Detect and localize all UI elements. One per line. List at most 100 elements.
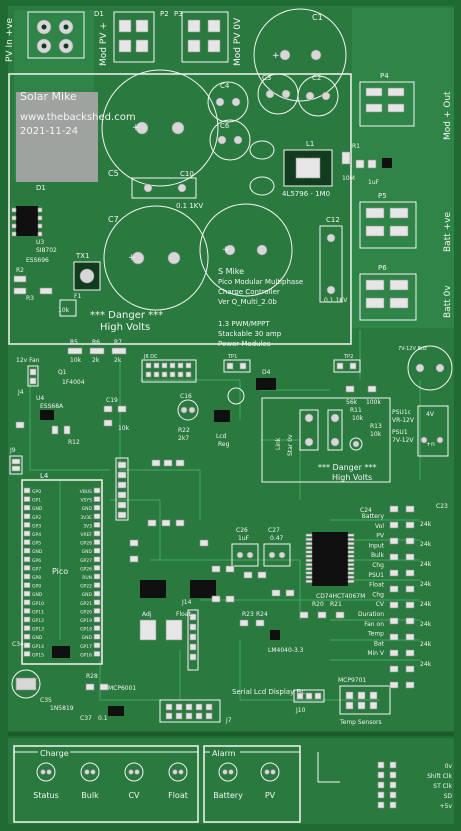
jumper-pad[interactable] xyxy=(405,617,415,625)
led-float: Float xyxy=(168,762,188,800)
pico-pin-left xyxy=(23,651,31,657)
svg-text:C2: C2 xyxy=(312,74,321,82)
header-pin[interactable] xyxy=(377,781,385,789)
svg-text:+: + xyxy=(272,51,280,61)
mod-pv-0v-connector[interactable] xyxy=(181,11,229,63)
header-pin[interactable] xyxy=(389,771,397,779)
header-pin[interactable] xyxy=(389,761,397,769)
capacitor-c1: C1 + xyxy=(253,8,347,102)
jumper-pad[interactable] xyxy=(405,505,415,513)
jumper-pad[interactable] xyxy=(389,665,399,673)
ref-reg: Reg xyxy=(218,441,230,448)
ref-r37v: 100k xyxy=(366,399,381,406)
svg-text:C6: C6 xyxy=(220,122,230,130)
batt-pos-connector[interactable]: P5 xyxy=(359,192,417,249)
jumper-pad[interactable] xyxy=(405,665,415,673)
mod-out-connector[interactable]: P4 xyxy=(359,72,415,127)
svg-text:TX1: TX1 xyxy=(75,252,90,260)
setting-label: PSU1 xyxy=(368,572,384,579)
header-pin xyxy=(153,362,160,369)
connector-j9[interactable]: J9 xyxy=(9,447,23,475)
pico-pin-right xyxy=(93,513,101,520)
header-pin[interactable] xyxy=(389,781,397,789)
header-tp1[interactable]: TP1 xyxy=(223,354,251,373)
label-batt-0v: Batt 0v xyxy=(443,285,453,318)
jumper-pad[interactable] xyxy=(389,553,399,561)
svg-text:J4: J4 xyxy=(17,389,24,396)
header-pin xyxy=(153,371,160,378)
pv-in-connector[interactable] xyxy=(27,11,85,59)
jumper-pad[interactable] xyxy=(389,601,399,609)
pico-pin-right xyxy=(93,547,101,554)
temp-sensor-connector[interactable]: Temp Sensors MCP9701 xyxy=(338,677,391,726)
pico-pin-label: GP9 xyxy=(32,584,41,590)
header-j10[interactable]: J10 xyxy=(293,689,325,714)
pico-labels-left: GP0GP1GNDGP2GP3GP4GP5GNDGP6GP7GP8GP9GNDG… xyxy=(32,489,44,658)
pico-pin-left xyxy=(23,530,31,537)
header-pin[interactable] xyxy=(389,791,397,799)
jumper-pad[interactable] xyxy=(405,521,415,529)
header-tp2[interactable]: TP2 xyxy=(333,354,361,373)
svg-text:SI8702: SI8702 xyxy=(36,247,57,254)
jumper-pad[interactable] xyxy=(389,617,399,625)
jumper-pad[interactable] xyxy=(405,553,415,561)
led-alarm-battery: Battery xyxy=(213,762,243,800)
jumper-pad[interactable] xyxy=(389,505,399,513)
pico-pin-right xyxy=(93,625,101,631)
svg-text:R6: R6 xyxy=(92,339,100,346)
jumper-pad[interactable] xyxy=(405,649,415,657)
jumper-pad[interactable] xyxy=(405,585,415,593)
jumper-pad[interactable] xyxy=(389,585,399,593)
jumper-pad[interactable] xyxy=(405,681,415,689)
setting-label: Vol xyxy=(375,523,384,530)
jumper-pad[interactable] xyxy=(389,681,399,689)
pico-pin-label: GP28 xyxy=(80,541,92,547)
jumper-pad[interactable] xyxy=(389,569,399,577)
pico-pin-left xyxy=(23,616,31,623)
header-pin[interactable] xyxy=(377,801,385,809)
jumper-pad[interactable] xyxy=(389,521,399,529)
ref-f1: F1 xyxy=(74,293,81,300)
header-pin[interactable] xyxy=(377,761,385,769)
jumper-pad[interactable] xyxy=(389,537,399,545)
fan-connector-j4[interactable]: 12v Fan J4 xyxy=(16,357,40,396)
header-pin xyxy=(177,362,184,369)
batt-0v-connector[interactable]: P6 xyxy=(359,264,417,321)
jumper-pad[interactable] xyxy=(405,537,415,545)
header-pin[interactable] xyxy=(377,771,385,779)
watermark-date: 2021-11-24 xyxy=(20,126,78,137)
jumper-pad[interactable] xyxy=(405,633,415,641)
ref-q1: Q1 xyxy=(58,369,67,376)
svg-text:L1: L1 xyxy=(306,140,314,148)
pico-pin-label: GP21 xyxy=(80,601,92,607)
header-j1[interactable] xyxy=(141,359,197,383)
smd-group-r1: R1 10M 1uF xyxy=(341,143,392,186)
settings-jumper-block[interactable] xyxy=(389,505,415,689)
serial-lcd-header[interactable]: J7 xyxy=(159,699,232,724)
header-j8[interactable] xyxy=(115,457,129,521)
ref-star0v: Star 0v xyxy=(287,434,294,456)
settings-labels: BatteryVolPVInputBulkChgPSU1FloatChgCVDu… xyxy=(358,513,385,657)
jumper-pad[interactable] xyxy=(405,601,415,609)
jumper-pad[interactable] xyxy=(405,569,415,577)
jumper-pad[interactable] xyxy=(389,633,399,641)
svg-text:C26: C26 xyxy=(236,527,248,534)
header-pin[interactable] xyxy=(389,801,397,809)
pico-pin-label: GP26 xyxy=(80,566,92,572)
setting-label: Input xyxy=(368,542,384,549)
setting-label: Chg xyxy=(372,591,384,598)
header-pin[interactable] xyxy=(377,791,385,799)
pico-pin-left xyxy=(23,513,31,520)
power-module-outline xyxy=(8,73,352,345)
ref-r3: R3 xyxy=(26,295,34,302)
jumper-pad[interactable] xyxy=(389,649,399,657)
svg-text:MCP9701: MCP9701 xyxy=(338,677,366,684)
led-alarm-pv: PV xyxy=(260,762,280,800)
header-pin xyxy=(185,362,192,369)
mod-pv-pos-connector[interactable] xyxy=(113,11,155,63)
pico-pin-right xyxy=(93,573,101,580)
shift-register-header[interactable] xyxy=(377,761,397,809)
svg-text:Alarm: Alarm xyxy=(212,749,236,758)
pico-pin-label: GP3 xyxy=(32,523,41,529)
ref-d2: D1 xyxy=(36,184,46,192)
